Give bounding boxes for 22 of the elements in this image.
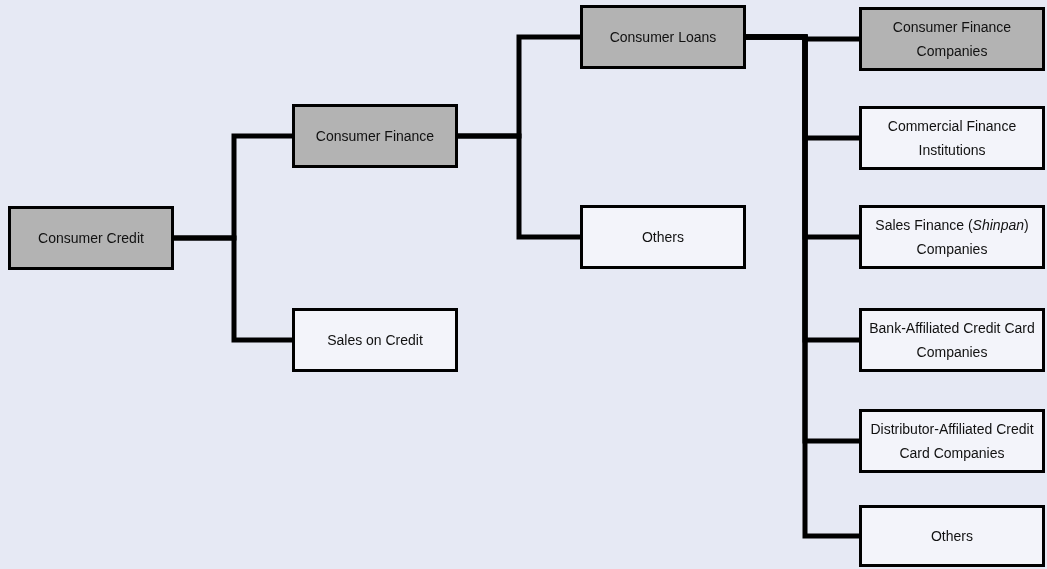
box-label: Others [642,228,684,247]
box-label: Consumer Finance [315,127,435,146]
category-box [580,5,746,69]
category-box [292,104,458,168]
box-label: Others [931,527,973,546]
category-box [859,7,1045,71]
box-label: Commercial Finance Institutions [886,117,1018,160]
category-box [859,205,1045,269]
category-box [859,409,1045,473]
category-box [580,205,746,269]
category-box [859,308,1045,372]
category-box [292,308,458,372]
box-label: Consumer Credit [38,229,144,248]
box-label: Consumer Finance Companies [891,18,1013,61]
box-label: Consumer Loans [609,28,717,47]
category-box [859,505,1045,567]
box-label: Distributor-Affiliated Credit Card Companies [869,420,1035,463]
category-box [8,206,174,270]
box-label: Sales Finance (Shinpan) Companies [874,216,1030,259]
box-label: Sales on Credit [327,331,423,350]
box-label: Bank-Affiliated Credit Card Companies [868,319,1036,362]
category-box [859,106,1045,170]
